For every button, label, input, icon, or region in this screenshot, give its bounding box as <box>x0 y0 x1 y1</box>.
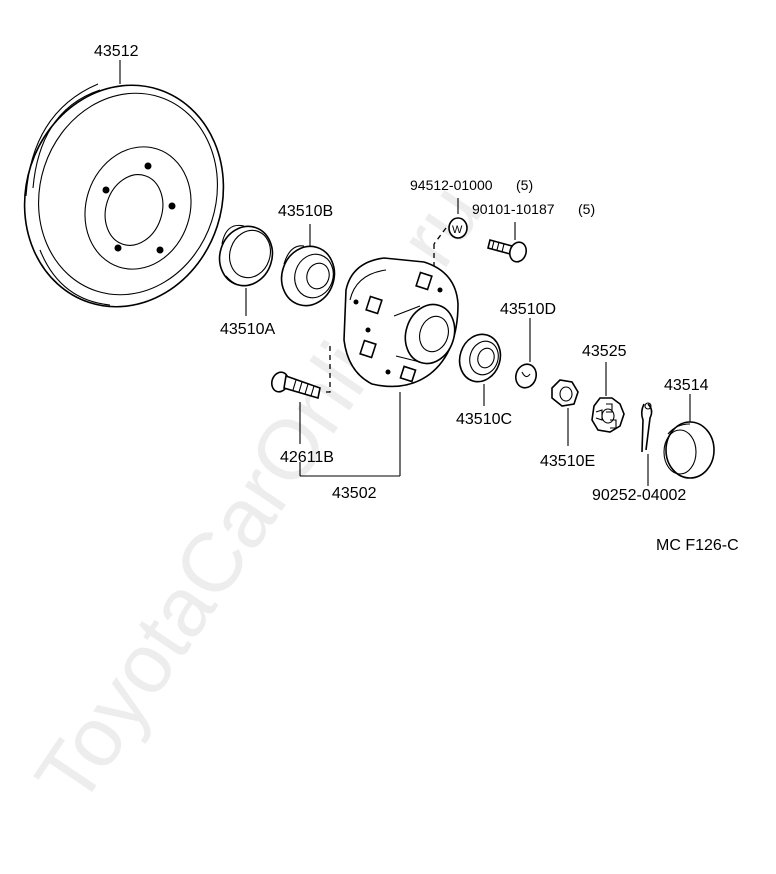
grease-cap <box>663 421 715 479</box>
wheel-hub <box>343 257 459 388</box>
label-90252-04002: 90252-04002 <box>592 487 686 504</box>
hub-nut <box>551 379 579 446</box>
thrust-washer <box>514 363 538 389</box>
oil-seal <box>218 224 274 316</box>
label-94512-01000: 94512-01000 <box>410 177 493 193</box>
cotter-pin <box>640 402 653 486</box>
brake-rotor <box>23 60 225 308</box>
outer-bearing <box>458 333 502 406</box>
label-90101-qty: (5) <box>578 201 595 217</box>
label-90101-10187: 90101-10187 <box>472 201 555 217</box>
label-43510B: 43510B <box>278 203 333 220</box>
label-42611B: 42611B <box>280 449 334 466</box>
label-43510D: 43510D <box>500 301 556 318</box>
w-washer: W <box>448 217 468 239</box>
nut-lock <box>591 397 625 433</box>
small-bolt <box>487 222 528 263</box>
svg-text:W: W <box>452 224 463 236</box>
label-94512-qty: (5) <box>516 177 533 193</box>
label-43514: 43514 <box>664 377 709 394</box>
label-43510E: 43510E <box>540 453 595 470</box>
label-43525: 43525 <box>582 343 627 360</box>
label-43510C: 43510C <box>456 411 512 428</box>
inner-bearing <box>280 224 336 307</box>
label-43510A: 43510A <box>220 321 275 338</box>
label-43502: 43502 <box>332 485 377 502</box>
label-43512: 43512 <box>94 43 139 60</box>
hub-bolt <box>270 371 321 400</box>
diagram-code: MC F126-C <box>656 537 739 554</box>
